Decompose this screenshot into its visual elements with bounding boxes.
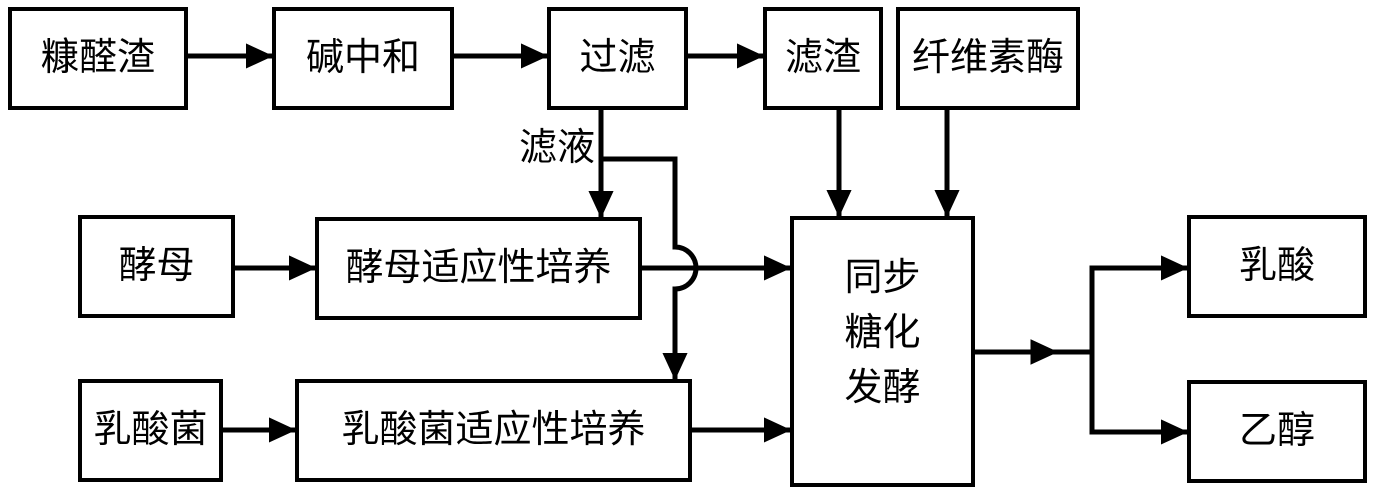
node-filter-residue-label: 滤渣	[784, 36, 861, 79]
edge-label-filtrate: 滤液	[519, 127, 596, 169]
node-ethanol-label: 乙醇	[1238, 409, 1315, 452]
node-lactic-acid-bacteria: 乳酸菌	[78, 379, 223, 482]
node-yeast-adaptive-culture: 酵母适应性培养	[315, 217, 642, 320]
node-yeast: 酵母	[78, 215, 235, 318]
node-furfural-residue-label: 糠醛渣	[40, 36, 155, 79]
node-ssf-fermentation: 同步 糖化 发酵	[790, 216, 975, 487]
node-ssf-fermentation-label: 同步 糖化 发酵	[844, 257, 921, 409]
node-cellulase: 纤维素酶	[896, 7, 1080, 110]
node-lactic-acid-bacteria-label: 乳酸菌	[93, 408, 208, 451]
node-lactic-acid: 乳酸	[1187, 215, 1367, 318]
edge-ssf-output-arrowhead	[1030, 339, 1059, 365]
node-filtration: 过滤	[547, 7, 688, 110]
node-furfural-residue: 糠醛渣	[8, 7, 188, 110]
node-lab-adaptive-culture: 乳酸菌适应性培养	[295, 379, 692, 482]
node-alkali-neutralization-label: 碱中和	[305, 36, 420, 79]
node-yeast-adaptive-culture-label: 酵母适应性培养	[345, 246, 612, 289]
node-filter-residue: 滤渣	[763, 7, 883, 110]
node-lactic-acid-label: 乳酸	[1238, 244, 1315, 287]
node-ethanol: 乙醇	[1187, 380, 1367, 483]
node-alkali-neutralization: 碱中和	[272, 7, 454, 110]
node-filtration-label: 过滤	[579, 36, 656, 79]
node-lab-adaptive-culture-label: 乳酸菌适应性培养	[341, 408, 646, 451]
node-cellulase-label: 纤维素酶	[911, 36, 1064, 79]
node-yeast-label: 酵母	[118, 244, 195, 287]
